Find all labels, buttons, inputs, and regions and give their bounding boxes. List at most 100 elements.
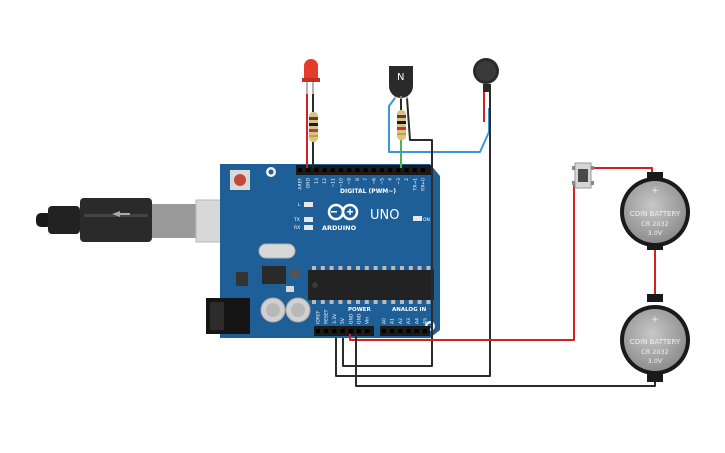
pin-label: 12 xyxy=(322,178,328,184)
pin-label: 5V xyxy=(340,317,346,324)
led-resistor[interactable] xyxy=(309,112,318,142)
pin-label: IOREF xyxy=(316,310,322,324)
header-pin[interactable] xyxy=(348,329,353,333)
rx-led xyxy=(304,225,313,230)
arduino-logo xyxy=(327,203,359,221)
header-pin[interactable] xyxy=(316,329,320,333)
header-pin[interactable] xyxy=(365,329,370,333)
power-label: POWER xyxy=(348,307,372,313)
header-pin[interactable] xyxy=(314,168,319,172)
red-led[interactable] xyxy=(302,59,320,94)
header-pin[interactable] xyxy=(339,168,343,172)
digital-label: DIGITAL (PWM~) xyxy=(340,188,396,195)
header-pin[interactable] xyxy=(355,168,360,172)
pin-label: A1 xyxy=(390,318,396,324)
on-led xyxy=(413,216,422,221)
pin-label: A5 xyxy=(423,318,429,324)
header-pin[interactable] xyxy=(412,168,417,172)
transistor-mark: N xyxy=(397,72,404,83)
pin-label: 13 xyxy=(314,178,320,184)
pin-label: GND xyxy=(348,313,354,324)
battery-top-line1: COIN BATTERY xyxy=(630,210,681,218)
pin-label: RESET xyxy=(324,309,330,324)
pin-label: Vin xyxy=(365,317,371,324)
pin-label: TX→1 xyxy=(412,178,418,192)
pin-label: ~6 xyxy=(371,178,377,185)
header-pin[interactable] xyxy=(406,329,411,333)
rx-label: RX xyxy=(294,225,300,231)
pin-label: A0 xyxy=(382,318,388,324)
header-pin[interactable] xyxy=(330,168,335,172)
header-pin[interactable] xyxy=(324,329,329,333)
header-pin[interactable] xyxy=(404,168,409,172)
header-pin[interactable] xyxy=(371,168,376,172)
battery-top-line2: CR 2032 xyxy=(641,220,669,228)
pin-label: ~3 xyxy=(396,178,402,185)
battery-bottom-line3: 3.0V xyxy=(648,357,663,365)
wire-gnd-battery[interactable] xyxy=(355,334,656,387)
header-pin[interactable] xyxy=(388,168,393,172)
header-pin[interactable] xyxy=(332,329,337,333)
header-pin[interactable] xyxy=(322,168,327,172)
coin-battery-top[interactable]: + COIN BATTERY CR 2032 3.0V xyxy=(620,172,690,250)
header-pin[interactable] xyxy=(340,329,345,333)
pin-label: 2 xyxy=(404,178,410,181)
battery-bottom-line2: CR 2032 xyxy=(641,348,669,356)
header-pin[interactable] xyxy=(298,168,302,172)
header-pin[interactable] xyxy=(306,168,311,172)
npn-transistor[interactable]: N xyxy=(389,66,413,99)
pin-label: A4 xyxy=(414,318,420,324)
header-pin[interactable] xyxy=(347,168,352,172)
header-pin[interactable] xyxy=(396,168,401,172)
usb-cable[interactable] xyxy=(36,198,253,243)
header-pin[interactable] xyxy=(363,168,368,172)
pin-label: ~9 xyxy=(347,178,353,185)
pin-label: 8 xyxy=(355,178,361,181)
on-label: ON xyxy=(423,217,430,223)
pin-label: AREF xyxy=(298,178,304,190)
wire-button-battery[interactable] xyxy=(590,167,653,176)
vibration-motor[interactable] xyxy=(473,58,499,92)
tx-label: TX xyxy=(293,217,300,223)
pin-label: 7 xyxy=(363,178,369,181)
board-name: UNO xyxy=(370,208,399,223)
pin-label: A3 xyxy=(406,318,412,324)
pin-label: 4 xyxy=(388,178,394,181)
brand-label: ARDUINO xyxy=(322,224,357,232)
header-pin[interactable] xyxy=(382,329,386,333)
pin-label: ~11 xyxy=(330,178,336,188)
pin-label: A2 xyxy=(398,318,404,324)
wire-emitter-gnd[interactable] xyxy=(342,97,433,367)
battery-bottom-line1: COIN BATTERY xyxy=(630,338,681,346)
header-pin[interactable] xyxy=(414,329,419,333)
push-button[interactable] xyxy=(572,162,594,189)
pin-label: GND xyxy=(306,177,312,188)
header-pin[interactable] xyxy=(357,329,361,333)
header-pin[interactable] xyxy=(421,168,425,172)
pin-label: ~5 xyxy=(380,178,386,185)
header-pin[interactable] xyxy=(390,329,395,333)
pin-label: 3.3V xyxy=(332,313,338,324)
pin-label: ~10 xyxy=(339,178,345,188)
crystal xyxy=(258,243,296,259)
battery-bottom-sign: + xyxy=(651,315,659,325)
battery-top-sign: + xyxy=(651,186,659,196)
base-resistor[interactable] xyxy=(397,110,406,140)
l-led-label: L xyxy=(298,202,301,208)
header-pin[interactable] xyxy=(398,329,403,333)
pin-label: GND xyxy=(357,313,363,324)
wire-motor-gnd[interactable] xyxy=(335,132,491,377)
analog-header[interactable] xyxy=(380,326,430,336)
l-led xyxy=(304,202,313,207)
coin-battery-bottom[interactable]: + COIN BATTERY CR 2032 3.0V xyxy=(620,294,690,382)
tx-led xyxy=(304,217,313,222)
atmega-chip xyxy=(308,270,434,300)
header-pin[interactable] xyxy=(423,329,427,333)
pin-label: RX←0 xyxy=(421,178,427,191)
analog-label: ANALOG IN xyxy=(392,307,427,313)
battery-top-line3: 3.0V xyxy=(648,229,663,237)
header-pin[interactable] xyxy=(380,168,384,172)
